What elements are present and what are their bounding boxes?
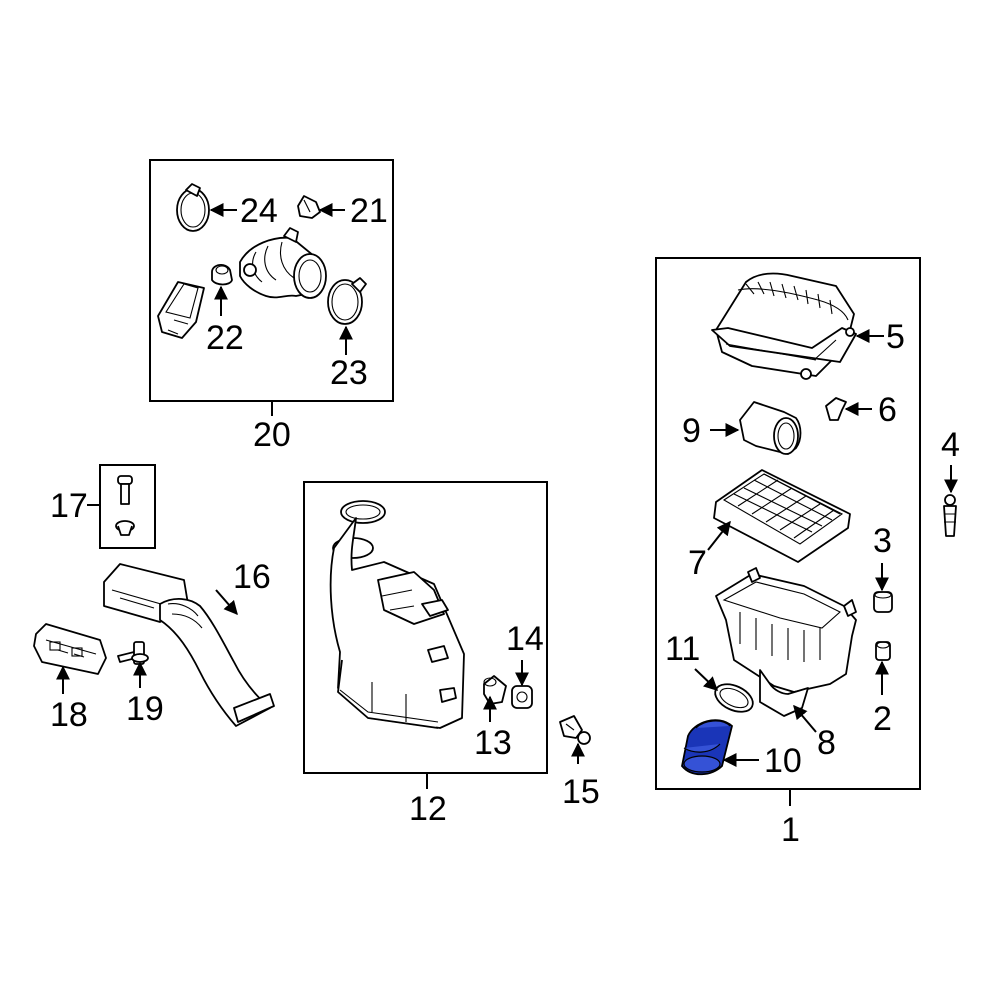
part-6-bracket	[825, 397, 847, 421]
callout-8: 8	[817, 724, 836, 762]
part-23-clamp	[327, 277, 367, 325]
callout-3: 3	[873, 522, 892, 560]
callout-11: 11	[665, 630, 700, 668]
callout-10: 10	[764, 742, 802, 780]
callout-2: 2	[873, 700, 892, 738]
part-21-sensor	[297, 195, 321, 219]
part-14-grommet	[511, 685, 533, 709]
part-17-bolt	[117, 475, 133, 505]
part-9-sensor-adapter	[739, 401, 802, 455]
part-24-clamp	[176, 183, 210, 232]
callout-17: 17	[50, 487, 88, 525]
part-15-clip	[559, 715, 591, 745]
callout-13: 13	[474, 724, 512, 762]
part-16-air-intake-duct	[103, 563, 275, 727]
callout-21: 21	[350, 192, 388, 230]
part-7-air-filter	[713, 469, 851, 563]
part-18-bracket	[33, 623, 107, 675]
leader-arrows	[56, 203, 958, 767]
part-5-air-cleaner-cover	[711, 272, 857, 380]
callout-24: 24	[240, 192, 278, 230]
callout-18: 18	[50, 696, 88, 734]
callout-7: 7	[688, 544, 707, 582]
part-20-duct	[157, 281, 205, 339]
part-11-seal	[714, 683, 754, 713]
callout-6: 6	[878, 391, 897, 429]
callout-16: 16	[233, 558, 271, 596]
part-10-hose	[681, 719, 734, 776]
part-22-grommet	[211, 264, 233, 286]
callout-12: 12	[409, 790, 447, 828]
part-12-resonator-housing	[329, 500, 465, 729]
part-3-bushing	[873, 591, 893, 613]
part-19-bolt	[117, 641, 149, 665]
callout-19: 19	[126, 690, 164, 728]
callout-1: 1	[781, 811, 800, 849]
part-2-bushing	[875, 641, 891, 661]
part-8-air-cleaner-lower	[715, 567, 857, 717]
part-throttle-elbow	[239, 227, 327, 299]
group-box-12	[303, 481, 548, 774]
callout-14: 14	[506, 620, 544, 658]
callout-15: 15	[562, 773, 600, 811]
callout-22: 22	[206, 319, 244, 357]
part-4-clip	[943, 494, 957, 537]
callout-5: 5	[886, 318, 905, 356]
callout-20: 20	[253, 416, 291, 454]
group-box-1	[655, 257, 921, 790]
callout-4: 4	[941, 426, 960, 464]
callout-9: 9	[682, 412, 701, 450]
part-13-bushing	[483, 675, 507, 705]
part-17-washer	[115, 520, 135, 536]
callout-23: 23	[330, 354, 368, 392]
group-box-17	[99, 464, 156, 549]
